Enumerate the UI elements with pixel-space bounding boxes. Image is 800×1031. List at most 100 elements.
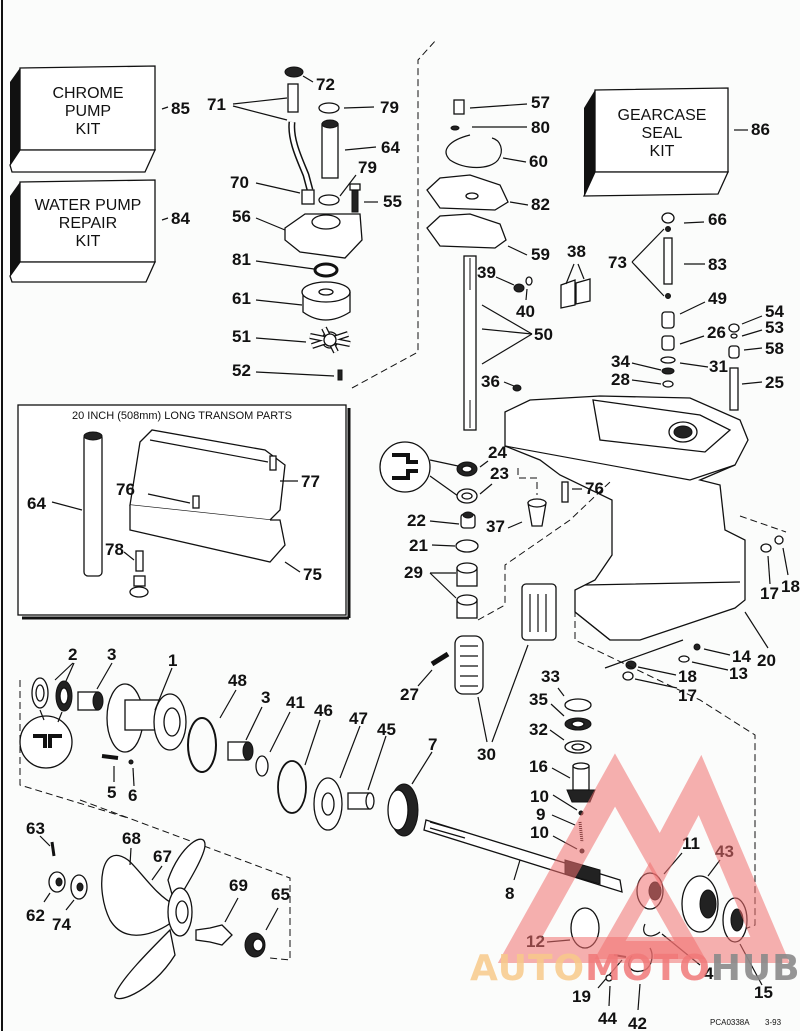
part-number: 14 [732,647,751,666]
assembly-guide-line [351,39,437,389]
drawing-date: 3-93 [765,1018,782,1027]
part-number: 55 [383,192,402,211]
part-number: 30 [477,745,496,764]
part-number: 76 [585,479,604,498]
part-number: 56 [232,207,251,226]
watermark-logo: AUTOMOTOHUB [470,753,800,989]
part-number: 24 [488,443,507,462]
part-number: 44 [598,1009,617,1028]
part-number: 53 [765,318,784,337]
part-number: 67 [153,847,172,866]
kit-label-line: REPAIR [59,215,117,232]
part-number: 48 [228,671,247,690]
part-number: 73 [608,253,627,272]
part-number: 15 [754,983,773,1002]
part-number: 68 [122,829,141,848]
part-number: 64 [381,138,400,157]
part-number: 26 [707,323,726,342]
part-number: 78 [105,540,124,559]
bearing-housing-group: 2 3 1 5 6 48 3 41 [19,645,437,837]
part-number: 62 [26,906,45,925]
kit-label-line: GEARCASE [618,107,707,124]
part-number: 79 [380,98,399,117]
part-number: 79 [358,158,377,177]
part-number: 85 [171,99,190,118]
part-number: 70 [230,173,249,192]
watermark-mountain-icon [497,753,790,963]
part-number: 17 [760,584,779,603]
drawing-code: PCA0338A [710,1018,750,1027]
part-number: 5 [107,783,116,802]
part-number: 60 [529,152,548,171]
part-number: 17 [678,686,697,705]
part-number: 72 [316,75,335,94]
part-number: 47 [349,709,368,728]
part-number: 42 [628,1014,647,1031]
inset-title: 20 INCH (508mm) LONG TRANSOM PARTS [72,410,292,422]
part-number: 35 [529,690,548,709]
part-number: 32 [529,720,548,739]
part-number: 6 [128,786,137,805]
part-number: 51 [232,327,251,346]
part-number: 8 [505,884,514,903]
kit-label-line: KIT [650,143,675,160]
part-number: 22 [407,511,426,530]
watermark-inner-peak-icon [594,861,706,959]
propeller-group: 63 62 74 68 67 69 65 [26,819,290,1000]
part-number: 40 [516,302,535,321]
part-number: 7 [428,735,437,754]
part-number: 4 [704,964,714,983]
part-number: 84 [171,209,190,228]
kit-label-line: PUMP [65,103,111,120]
water-pump-group: 72 71 79 64 79 70 55 56 [207,66,402,381]
driveshaft-group: 57 80 60 82 59 50 39 40 [426,93,591,431]
part-number: 21 [409,536,428,555]
part-number: 23 [490,464,509,483]
part-number: 81 [232,250,251,269]
part-number: 18 [781,577,800,596]
part-number: 10 [530,787,549,806]
gearcase-group: 24 23 76 22 37 21 29 1 [379,395,800,764]
assembly-guide-line [574,610,756,931]
part-number: 63 [26,819,45,838]
part-number: 36 [481,372,500,391]
part-number: 34 [611,352,630,371]
kit-label-line: KIT [76,121,101,138]
part-number: 82 [531,195,550,214]
part-number: 61 [232,289,251,308]
assembly-guide-line [79,799,291,961]
part-number: 9 [536,805,545,824]
part-number: 28 [611,370,630,389]
part-number: 80 [531,118,550,137]
part-number: 11 [682,834,700,853]
part-number: 77 [301,472,320,491]
part-number: 27 [400,685,419,704]
part-number: 71 [207,95,226,114]
watermark-text-auto: AUTOMOTOHUB [470,948,800,989]
part-number: 3 [107,645,116,664]
part-number: 25 [765,373,784,392]
part-number: 33 [541,667,560,686]
part-number: 57 [531,93,550,112]
part-number: 41 [286,693,305,712]
part-number: 76 [116,480,135,499]
part-number: 50 [534,325,553,344]
part-number: 69 [229,876,248,895]
kit-label-line: CHROME [52,85,123,102]
part-number: 46 [314,701,333,720]
part-number: 64 [27,494,46,513]
assembly-guide-line [19,680,129,819]
part-number: 20 [757,651,776,670]
shift-rod-group: 66 83 73 49 26 31 34 28 54 53 58 [608,210,784,411]
kit-box-gearcase-seal: GEARCASE SEAL KIT 86 [582,87,770,197]
part-number: 52 [232,361,251,380]
part-number: 39 [477,263,496,282]
part-number: 54 [765,302,784,321]
part-number: 29 [404,563,423,582]
part-number: 2 [68,645,77,664]
part-number: 10 [530,823,549,842]
kit-label-line: WATER PUMP [35,197,142,214]
part-number: 59 [531,245,550,264]
part-number: 38 [567,242,586,261]
part-number: 65 [271,885,290,904]
